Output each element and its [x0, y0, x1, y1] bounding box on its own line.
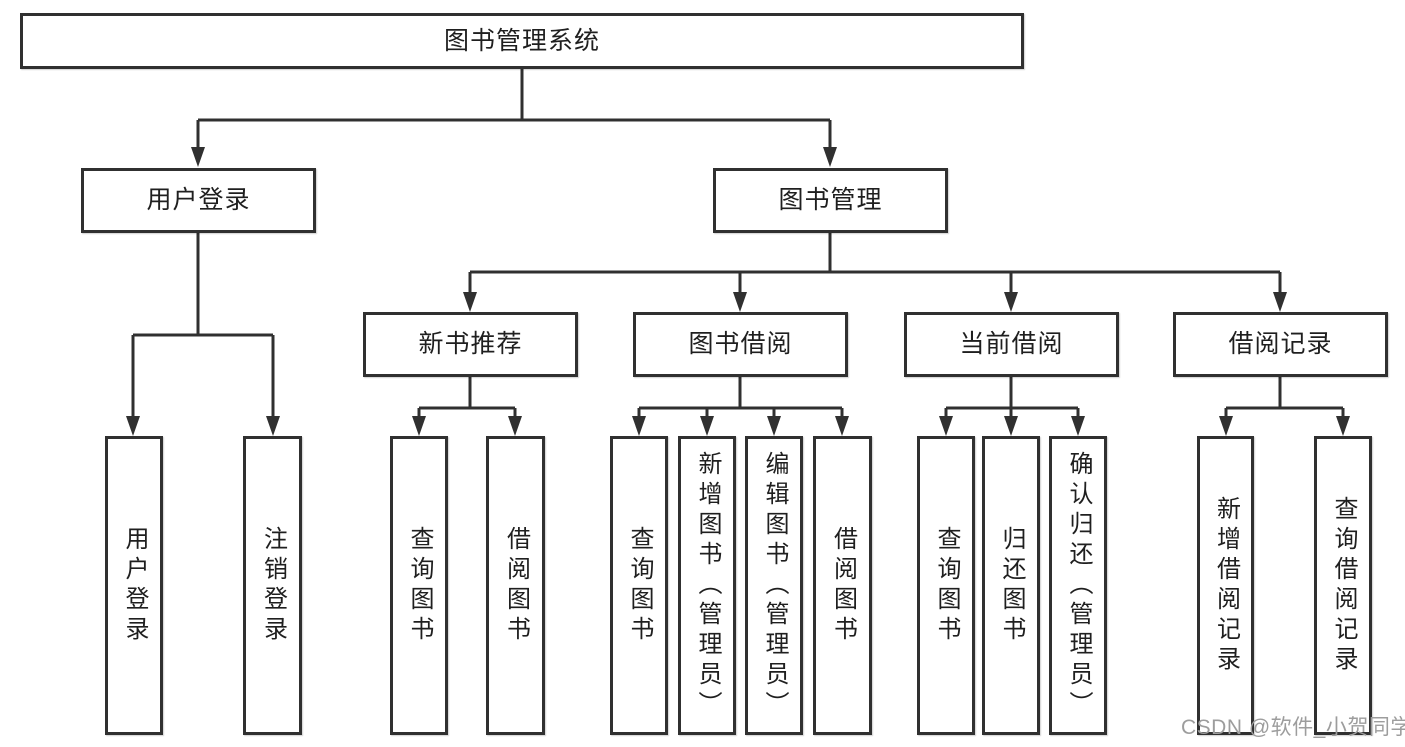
node-user-login: 用户登录 — [81, 168, 316, 233]
arrow-down — [939, 416, 953, 436]
leaf-label: 查询图书 — [626, 525, 653, 646]
arrow-down — [126, 416, 140, 436]
leaf-label: 借阅图书 — [502, 525, 530, 646]
leaf-label: 用户登录 — [121, 525, 148, 646]
leaf-label: 注销登录 — [259, 525, 287, 646]
arrow-down — [1336, 416, 1350, 436]
leaf-borrow-book: 借阅图书 — [813, 436, 872, 735]
leaf-query-book-borrow: 查询图书 — [610, 436, 668, 735]
leaf-edit-book-admin: 编辑图书（管理员） — [745, 436, 803, 735]
arrow-down — [1004, 416, 1018, 436]
leaf-label: 编辑图书（管理员） — [761, 450, 788, 721]
node-current-borrow: 当前借阅 — [904, 312, 1119, 377]
node-book-borrow: 图书借阅 — [633, 312, 848, 377]
connector-borrow-record-subtree — [1219, 377, 1350, 436]
leaf-label: 借阅图书 — [829, 525, 857, 646]
leaf-query-book-recommend: 查询图书 — [390, 436, 448, 735]
connector-root-to-level2 — [191, 68, 837, 167]
leaf-label: 归还图书 — [998, 525, 1025, 646]
node-book-management: 图书管理 — [713, 168, 948, 233]
arrow-down — [1273, 292, 1287, 312]
arrow-down — [191, 147, 205, 167]
arrow-down — [266, 416, 280, 436]
leaf-user-login: 用户登录 — [105, 436, 163, 735]
leaf-label: 查询图书 — [933, 525, 960, 646]
leaf-label: 查询图书 — [406, 525, 433, 646]
leaf-confirm-return-admin: 确认归还（管理员） — [1049, 436, 1107, 735]
csdn-watermark: CSDN @软件_小贺同学 — [1181, 716, 1405, 739]
leaf-borrow-book-recommend: 借阅图书 — [486, 436, 545, 735]
leaf-query-book-current: 查询图书 — [917, 436, 975, 735]
arrow-down — [1219, 416, 1233, 436]
leaf-return-book: 归还图书 — [982, 436, 1040, 735]
arrow-down — [632, 416, 646, 436]
node-root-system: 图书管理系统 — [20, 13, 1024, 69]
leaf-label: 确认归还（管理员） — [1065, 450, 1092, 721]
leaf-add-book-admin: 新增图书（管理员） — [678, 436, 736, 735]
arrow-down — [1071, 416, 1085, 436]
arrow-down — [767, 416, 781, 436]
node-new-book-recommend: 新书推荐 — [363, 312, 578, 377]
leaf-add-borrow-record: 新增借阅记录 — [1197, 436, 1254, 735]
connector-new-rec-subtree — [412, 377, 522, 436]
arrow-down — [733, 292, 747, 312]
arrow-down — [463, 292, 477, 312]
leaf-label: 新增图书（管理员） — [694, 450, 721, 721]
connector-book-mgmt-to-level3 — [463, 233, 1287, 312]
arrow-down — [1004, 292, 1018, 312]
leaf-label: 新增借阅记录 — [1212, 495, 1240, 676]
arrow-down — [508, 416, 522, 436]
connector-book-borrow-subtree — [632, 377, 849, 436]
connector-current-borrow-subtree — [939, 377, 1085, 436]
arrow-down — [823, 147, 837, 167]
arrow-down — [700, 416, 714, 436]
arrow-down — [835, 416, 849, 436]
connector-user-login-subtree — [126, 233, 280, 436]
node-borrow-record: 借阅记录 — [1173, 312, 1388, 377]
leaf-logout: 注销登录 — [243, 436, 302, 735]
leaf-label: 查询借阅记录 — [1330, 495, 1357, 676]
arrow-down — [412, 416, 426, 436]
leaf-query-borrow-record: 查询借阅记录 — [1314, 436, 1372, 735]
